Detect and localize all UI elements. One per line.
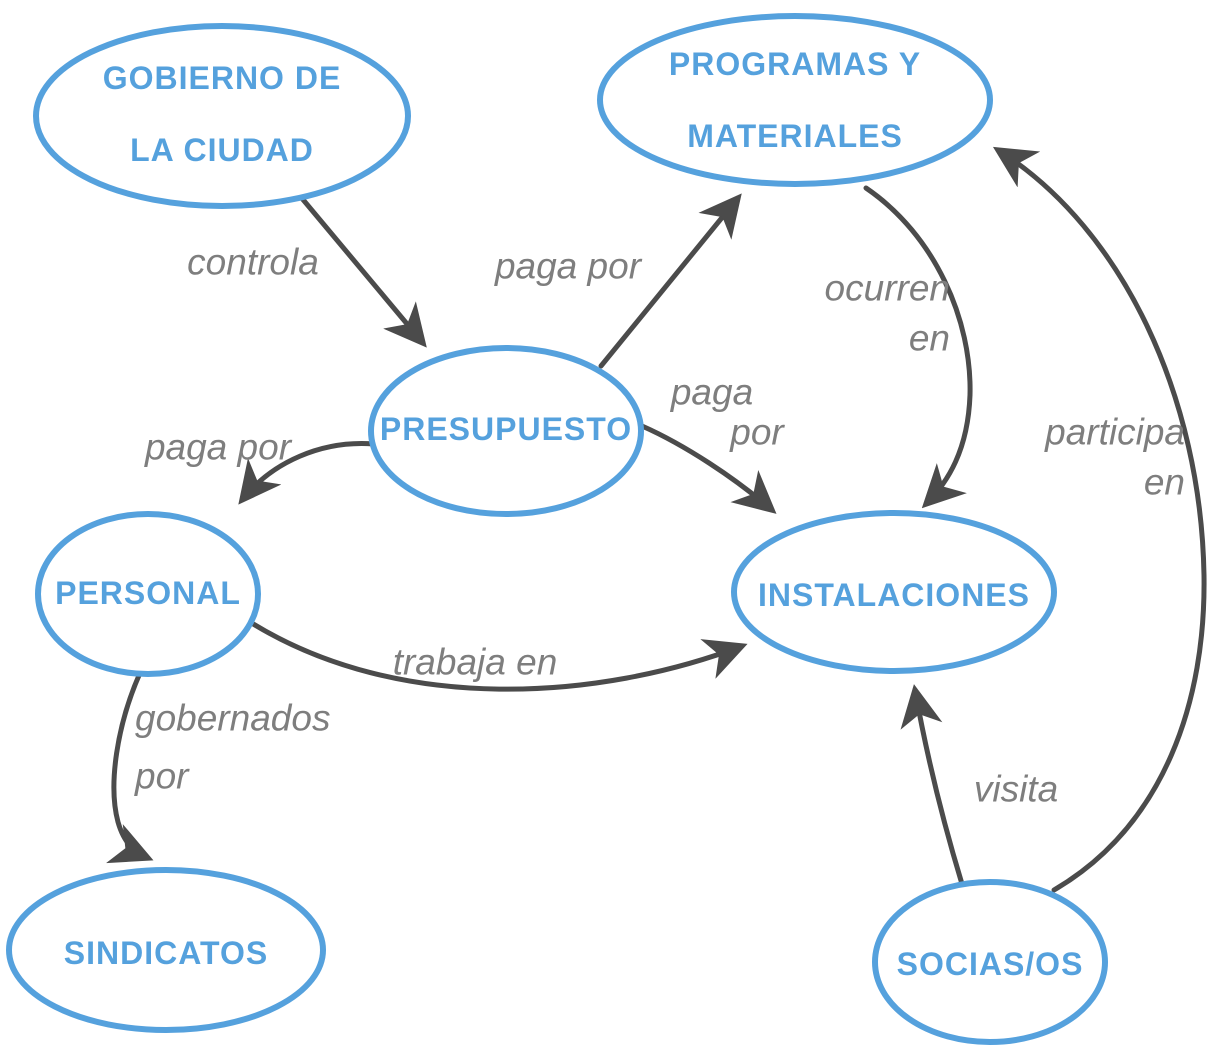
node-socias-os: SOCIAS/OS [872, 879, 1108, 1045]
node-instalaciones-label: INSTALACIONES [758, 577, 1030, 613]
nodes: GOBIERNO DE LA CIUDAD PROGRAMAS Y MATERI… [6, 13, 1108, 1045]
node-gobierno-de-la-ciudad: GOBIERNO DE LA CIUDAD [33, 23, 411, 209]
node-programas-label-line1: PROGRAMAS Y [669, 46, 921, 82]
node-instalaciones-ellipse [731, 510, 1057, 674]
node-sindicatos-label: SINDICATOS [64, 935, 268, 971]
edge-label-paga-por-instalaciones-line1: paga [670, 372, 753, 413]
node-presupuesto-label: PRESUPUESTO [380, 411, 632, 447]
node-personal-label: PERSONAL [55, 575, 241, 611]
edge-trabaja-en [247, 619, 748, 692]
node-socias-ellipse [872, 879, 1108, 1045]
edge-label-trabaja-en: trabaja en [393, 642, 558, 683]
edge-visita [900, 684, 965, 887]
edge-label-paga-por-personal: paga por [144, 427, 293, 468]
edge-paga-por-instalaciones [639, 423, 777, 514]
edge-participa-en [992, 146, 1207, 893]
edge-label-controla: controla [187, 242, 319, 283]
node-programas-label-line2: MATERIALES [687, 118, 903, 154]
node-gobierno-label-line1: GOBIERNO DE [103, 60, 342, 96]
node-programas-y-materiales: PROGRAMAS Y MATERIALES [597, 13, 993, 187]
edge-paga-por-programas [598, 193, 742, 369]
node-instalaciones: INSTALACIONES [731, 510, 1057, 674]
edge-label-participa-en-line2: en [1144, 462, 1185, 503]
edge-label-gobernados-por-line1: gobernados [135, 698, 330, 739]
edge-controla [297, 193, 427, 348]
node-presupuesto-ellipse [368, 345, 644, 517]
node-presupuesto: PRESUPUESTO [368, 345, 644, 517]
edge-label-paga-por-instalaciones-line2: por [729, 412, 785, 453]
node-personal-ellipse [35, 511, 261, 677]
node-gobierno-label-line2: LA CIUDAD [130, 132, 314, 168]
edge-label-visita: visita [974, 769, 1058, 810]
edge-label-participa-en-line1: participa [1044, 412, 1185, 453]
edges: controla paga por paga por paga por ocur… [106, 146, 1207, 893]
edge-label-ocurren-en-line1: ocurren [825, 268, 950, 309]
node-programas-ellipse [597, 13, 993, 187]
edge-label-paga-por-programas: paga por [494, 246, 643, 287]
edge-ocurren-en [863, 185, 973, 509]
node-sindicatos: SINDICATOS [6, 867, 326, 1033]
edge-label-gobernados-por-line2: por [134, 756, 190, 797]
edge-paga-por-personal [238, 441, 377, 505]
edge-label-ocurren-en-line2: en [909, 318, 950, 359]
node-personal: PERSONAL [35, 511, 261, 677]
edge-gobernados-por [106, 670, 154, 864]
node-socias-label: SOCIAS/OS [897, 946, 1084, 982]
node-gobierno-ellipse [33, 23, 411, 209]
node-sindicatos-ellipse [6, 867, 326, 1033]
